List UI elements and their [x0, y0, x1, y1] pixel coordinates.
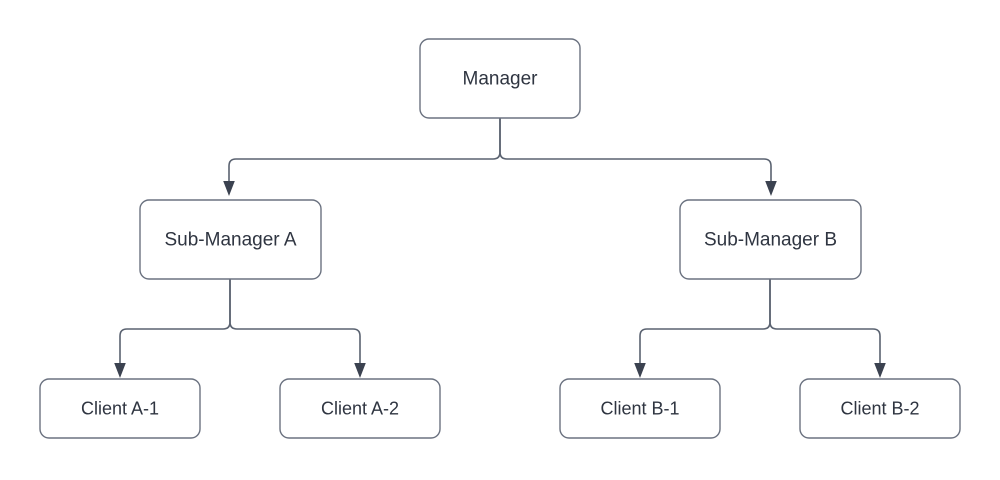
node-manager-label: Manager: [463, 69, 539, 90]
arrowhead-sub-manager-a-to-client-a2: [354, 363, 366, 378]
edge-sub-manager-a-to-client-a2: [229, 279, 361, 366]
edge-sub-manager-b-to-client-b2: [769, 279, 881, 366]
node-client-b2[interactable]: Client B-2: [799, 378, 961, 439]
node-client-b2-box[interactable]: [799, 378, 961, 439]
edge-group-submanager-b-to-clients: [634, 279, 886, 378]
node-sub-manager-a[interactable]: Sub-Manager A: [139, 199, 322, 280]
node-client-b1-label: Client B-1: [600, 398, 679, 418]
edge-manager-to-sub-manager-a: [228, 118, 501, 183]
node-client-a2-label: Client A-2: [321, 398, 399, 418]
node-client-b2-label: Client B-2: [840, 398, 919, 418]
node-client-b1[interactable]: Client B-1: [559, 378, 721, 439]
edge-sub-manager-b-to-client-b1: [639, 279, 771, 366]
node-sub-manager-b-box[interactable]: [679, 199, 862, 280]
arrowhead-manager-to-sub-manager-a: [223, 181, 235, 196]
edge-manager-to-sub-manager-b: [499, 118, 772, 183]
node-client-b1-box[interactable]: [559, 378, 721, 439]
node-client-a2[interactable]: Client A-2: [279, 378, 441, 439]
edge-group-manager-to-submanagers: [223, 118, 777, 196]
node-client-a1[interactable]: Client A-1: [39, 378, 201, 439]
node-client-a2-box[interactable]: [279, 378, 441, 439]
arrowhead-sub-manager-b-to-client-b2: [874, 363, 886, 378]
node-sub-manager-b[interactable]: Sub-Manager B: [679, 199, 862, 280]
arrowhead-sub-manager-a-to-client-a1: [114, 363, 126, 378]
node-manager-box[interactable]: [419, 38, 581, 119]
node-client-a1-box[interactable]: [39, 378, 201, 439]
node-sub-manager-b-label: Sub-Manager B: [704, 230, 837, 251]
edge-sub-manager-a-to-client-a1: [119, 279, 231, 366]
edge-group-submanager-a-to-clients: [114, 279, 366, 378]
arrowhead-sub-manager-b-to-client-b1: [634, 363, 646, 378]
arrowhead-manager-to-sub-manager-b: [765, 181, 777, 196]
node-sub-manager-a-label: Sub-Manager A: [164, 230, 296, 251]
node-sub-manager-a-box[interactable]: [139, 199, 322, 280]
node-client-a1-label: Client A-1: [81, 398, 159, 418]
node-manager[interactable]: Manager: [419, 38, 581, 119]
